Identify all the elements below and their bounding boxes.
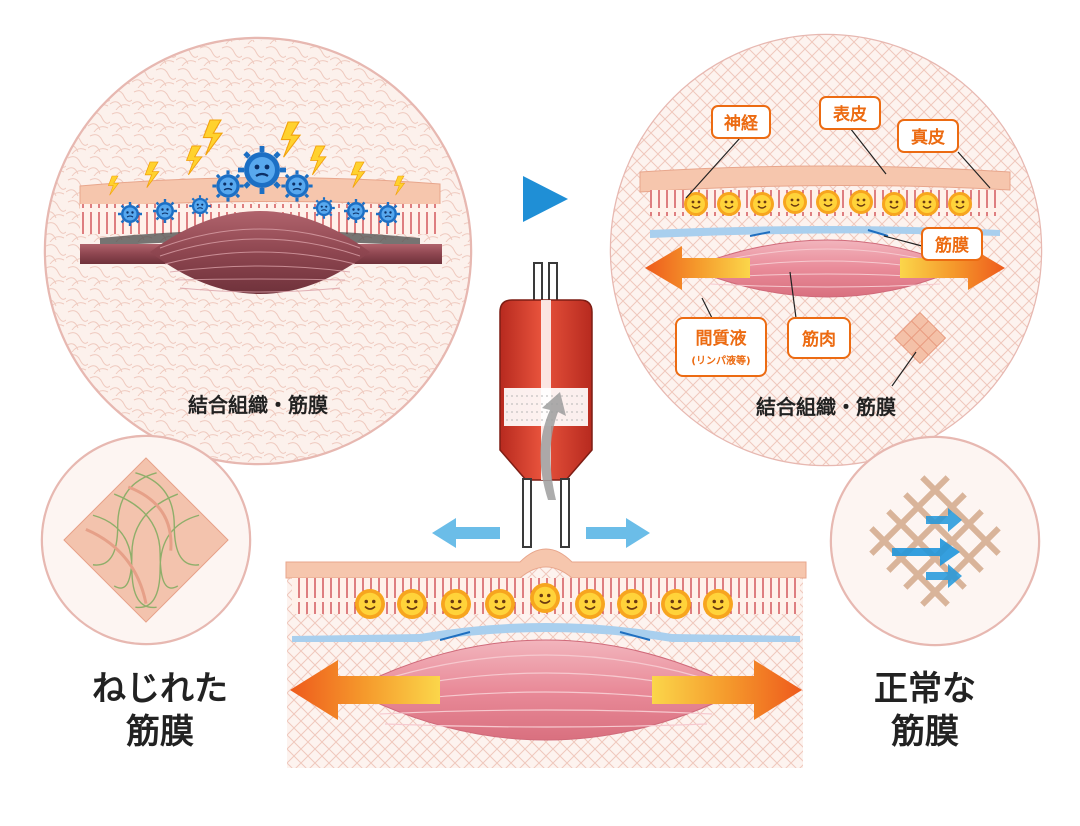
play-arrow-icon bbox=[523, 176, 568, 222]
tag-fascia: 筋膜 bbox=[921, 227, 983, 261]
left-tissue-circle: 結合組織・筋膜 bbox=[43, 36, 473, 466]
twisted-fascia-caption-line2: 筋膜 bbox=[126, 712, 194, 752]
normal-fascia-circle bbox=[829, 435, 1041, 647]
fascia-diamond-icon bbox=[893, 311, 947, 365]
tag-muscle: 筋肉 bbox=[787, 317, 851, 359]
tag-epidermis: 表皮 bbox=[819, 96, 881, 130]
svg-text:筋肉: 筋肉 bbox=[801, 329, 836, 350]
nerve-cell-icon bbox=[683, 189, 973, 217]
normal-fascia-caption-line1: 正常な bbox=[874, 669, 976, 709]
cupping-tissue-section bbox=[285, 548, 807, 768]
left-circle-caption: 結合組織・筋膜 bbox=[188, 393, 328, 417]
right-relaxed-muscle bbox=[688, 239, 962, 298]
normal-fascia-caption-line2: 筋膜 bbox=[891, 712, 959, 752]
tangled-fascia-circle bbox=[40, 434, 252, 646]
svg-text:神経: 神経 bbox=[724, 113, 759, 134]
left-push-arrow-icon bbox=[432, 518, 500, 548]
stretch-arrow-icon bbox=[290, 660, 802, 720]
right-tissue-circle: 神経 表皮 真皮 筋膜 間質液 (リンパ液等) 筋肉 結合組織・筋膜 bbox=[609, 33, 1043, 467]
right-circle-caption: 結合組織・筋膜 bbox=[756, 395, 896, 419]
tag-nerve: 神経 bbox=[711, 105, 771, 139]
right-push-arrow-icon bbox=[586, 518, 650, 548]
svg-text:間質液: 間質液 bbox=[696, 328, 747, 349]
svg-text:表皮: 表皮 bbox=[833, 104, 867, 125]
svg-text:(リンパ液等): (リンパ液等) bbox=[691, 354, 750, 367]
tag-dermis: 真皮 bbox=[897, 119, 959, 153]
tangled-fascia-icon bbox=[63, 457, 229, 623]
suction-arrow-icon bbox=[540, 392, 566, 500]
bottom-muscle bbox=[348, 639, 744, 741]
svg-text:真皮: 真皮 bbox=[911, 127, 945, 148]
left-contracted-muscle bbox=[80, 211, 442, 294]
tag-interstitial-fluid: 間質液 (リンパ液等) bbox=[675, 317, 767, 377]
flow-arrow-icon bbox=[892, 508, 962, 588]
twisted-fascia-caption-line1: ねじれた bbox=[92, 669, 228, 709]
svg-text:筋膜: 筋膜 bbox=[934, 235, 969, 256]
cupping-device-icon bbox=[499, 262, 593, 548]
mesh-fascia-icon bbox=[869, 475, 1001, 607]
